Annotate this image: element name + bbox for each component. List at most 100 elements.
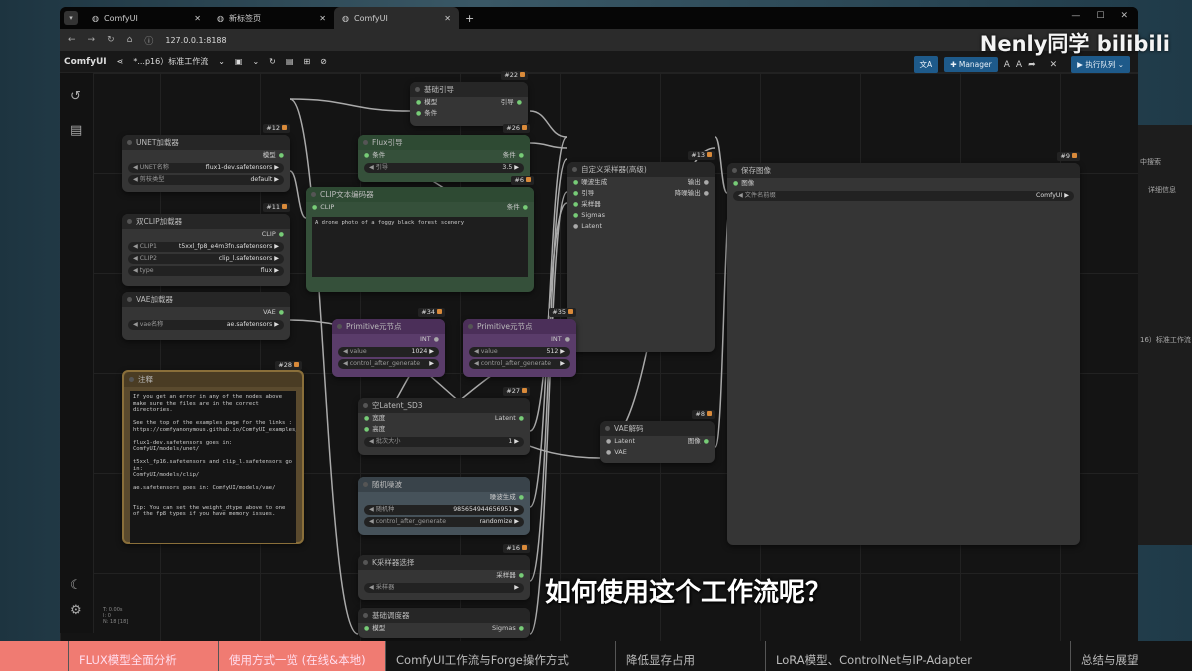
- queue-run-button[interactable]: ▶ 执行队列 ⌄: [1071, 56, 1130, 73]
- chapter-item[interactable]: LoRA模型、ControlNet与IP-Adapter: [765, 641, 1070, 671]
- chevron-down-icon[interactable]: ⌄: [218, 57, 225, 66]
- input-slot[interactable]: 噪波生成: [573, 177, 607, 188]
- node-title[interactable]: VAE解码#8: [600, 410, 715, 436]
- node-n8[interactable]: VAE解码#8Latent 图像 VAE: [600, 410, 715, 463]
- site-info-icon[interactable]: ⓘ: [144, 36, 154, 47]
- output-slot[interactable]: CLIP: [262, 229, 284, 240]
- node-title[interactable]: Primitive元节点#35: [463, 308, 576, 334]
- output-slot[interactable]: 输出: [688, 177, 709, 188]
- node-textarea[interactable]: A drone photo of a foggy black forest sc…: [312, 217, 528, 277]
- node-title[interactable]: VAE加载器: [122, 292, 290, 307]
- output-slot[interactable]: 引导: [501, 97, 522, 108]
- node-n22[interactable]: 基础引导#22模型引导条件: [410, 71, 528, 126]
- queue-icon[interactable]: ▤: [70, 123, 83, 138]
- close-tab-icon[interactable]: ✕: [444, 13, 451, 23]
- output-slot[interactable]: 图像: [688, 436, 709, 447]
- node-title[interactable]: 保存图像#9: [727, 152, 1080, 178]
- model-icon[interactable]: A: [1003, 59, 1010, 70]
- search-label[interactable]: 中搜索: [1140, 158, 1161, 166]
- close-tab-icon[interactable]: ✕: [319, 13, 326, 23]
- back-icon[interactable]: ←: [68, 35, 76, 45]
- input-slot[interactable]: VAE: [606, 447, 627, 458]
- model-download-icon[interactable]: A: [1015, 59, 1023, 70]
- output-slot[interactable]: Sigmas: [492, 623, 524, 634]
- input-slot[interactable]: 模型: [364, 623, 385, 634]
- share-arrow-icon[interactable]: ➦: [1028, 59, 1036, 70]
- output-slot[interactable]: 条件: [507, 202, 528, 213]
- node-title[interactable]: 随机噪波: [358, 477, 530, 492]
- node-title[interactable]: 基础调度器: [358, 608, 530, 623]
- node-widget[interactable]: ◀ control_after_generate ▶: [338, 359, 439, 369]
- node-textarea[interactable]: If you get an error in any of the nodes …: [130, 391, 296, 543]
- tab-comfyui-2[interactable]: ◍ComfyUI✕: [334, 7, 459, 29]
- node-widget[interactable]: ◀ 采样器 ▶: [364, 583, 524, 593]
- home-icon[interactable]: ⌂: [126, 35, 133, 45]
- node-n13[interactable]: 自定义采样器(高级)#13噪波生成输出引导降噪输出采样器SigmasLatent: [567, 151, 715, 352]
- input-slot[interactable]: Sigmas: [573, 210, 605, 221]
- close-window-button[interactable]: ✕: [1120, 11, 1128, 21]
- input-slot[interactable]: 引导: [573, 188, 594, 199]
- input-slot[interactable]: 图像: [733, 178, 754, 189]
- node-title[interactable]: 双CLIP加载器#11: [122, 203, 290, 229]
- node-title[interactable]: 注释#28: [124, 361, 302, 387]
- output-slot[interactable]: 采样器: [496, 570, 524, 581]
- forward-icon[interactable]: →: [87, 35, 96, 45]
- maximize-button[interactable]: ☐: [1096, 11, 1105, 21]
- share-icon[interactable]: ⋖: [116, 57, 124, 66]
- save-icon[interactable]: ▣: [234, 57, 243, 66]
- url-input[interactable]: 127.0.0.1:8188: [165, 35, 227, 45]
- output-slot[interactable]: 噪波生成: [490, 492, 524, 503]
- history-icon[interactable]: ↺: [70, 89, 81, 104]
- output-slot[interactable]: 降噪输出: [675, 188, 709, 199]
- clipboard-icon[interactable]: ▤: [285, 57, 294, 66]
- refresh-icon[interactable]: ↻: [269, 57, 276, 66]
- minimize-button[interactable]: —: [1071, 11, 1081, 21]
- output-slot[interactable]: Latent: [495, 413, 524, 424]
- input-slot[interactable]: 宽度: [364, 413, 385, 424]
- theme-moon-icon[interactable]: ☾: [70, 578, 82, 593]
- settings-icon[interactable]: ⚙: [70, 603, 82, 618]
- input-slot[interactable]: CLIP: [312, 202, 334, 213]
- node-n28[interactable]: 注释#28 If you get an error in any of the n…: [122, 361, 304, 544]
- node-title[interactable]: CLIP文本编码器#6: [306, 176, 534, 202]
- node-title[interactable]: K采样器选择#16: [358, 544, 530, 570]
- chapter-item[interactable]: 降低显存占用: [615, 641, 765, 671]
- chapter-item[interactable]: FLUX模型全面分析: [68, 641, 218, 671]
- node-title[interactable]: 基础引导#22: [410, 71, 528, 97]
- chapter-item[interactable]: 总结与展望: [1070, 641, 1192, 671]
- reload-icon[interactable]: ↻: [107, 35, 115, 45]
- fit-view-icon[interactable]: ⊞: [303, 57, 311, 66]
- node-title[interactable]: UNET加载器#12: [122, 124, 290, 150]
- manager-button[interactable]: ✚ Manager: [944, 57, 998, 72]
- node-title[interactable]: 空Latent_SD3#27: [358, 387, 530, 413]
- node-n6[interactable]: CLIP文本编码器#6CLIP 条件 A drone photo of a fogg…: [306, 176, 534, 292]
- node-widget[interactable]: ◀ control_after_generate ▶: [469, 359, 570, 369]
- close-tab-icon[interactable]: ✕: [194, 13, 201, 23]
- cancel-icon[interactable]: ⊘: [320, 57, 327, 66]
- input-slot[interactable]: 高度: [364, 424, 385, 435]
- output-slot[interactable]: INT: [420, 334, 439, 345]
- node-n17[interactable]: 基础调度器模型 Sigmas: [358, 608, 530, 638]
- input-slot[interactable]: 采样器: [573, 199, 601, 210]
- input-slot[interactable]: Latent: [606, 436, 635, 447]
- output-slot[interactable]: 模型: [263, 150, 284, 161]
- details-label[interactable]: 详细信息: [1148, 186, 1176, 194]
